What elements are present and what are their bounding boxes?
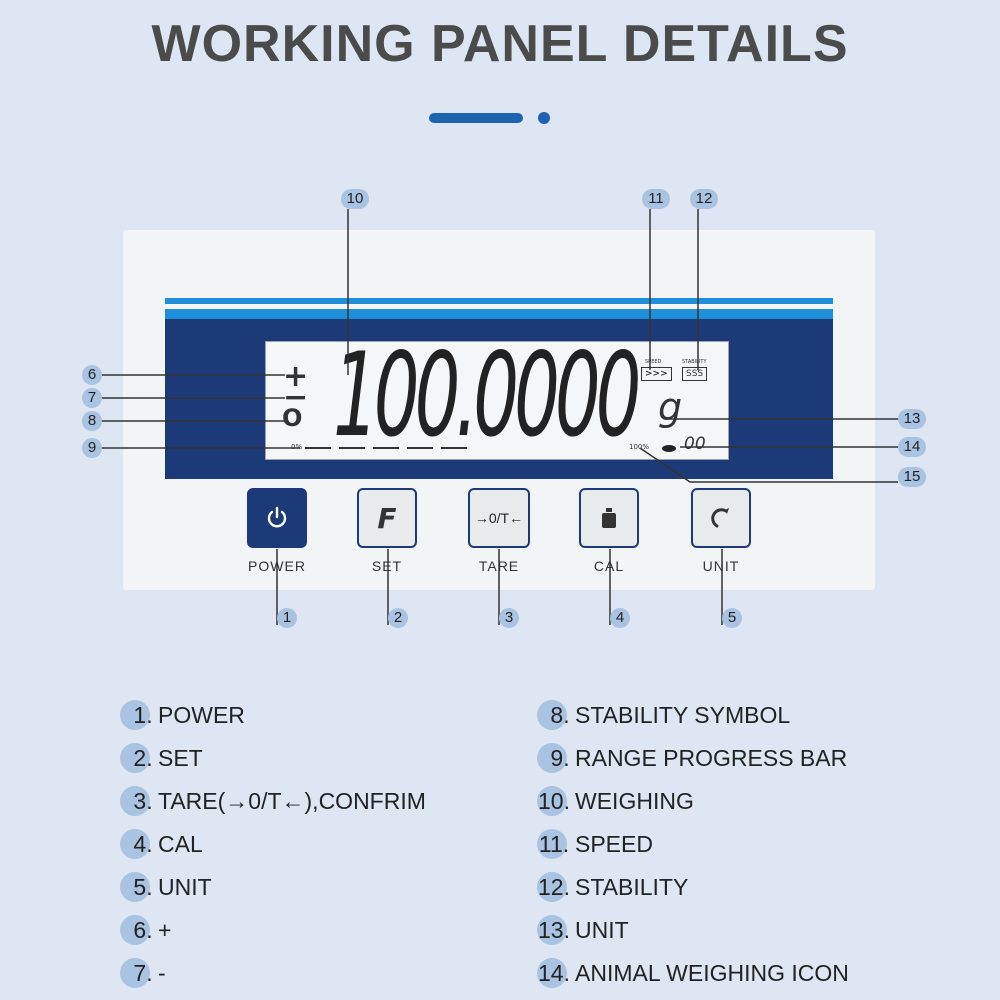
title-underline bbox=[429, 113, 523, 123]
weight-readout: 100.0000 bbox=[333, 328, 641, 463]
range-end-label: 100% bbox=[629, 443, 650, 451]
speed-icon: >>> bbox=[641, 367, 672, 381]
power-button[interactable] bbox=[247, 488, 307, 548]
callout-10: 10 bbox=[341, 189, 369, 209]
animal-weighing-value: 00 bbox=[684, 434, 706, 454]
f-icon: F bbox=[377, 501, 397, 535]
legend-item: 11.SPEED bbox=[537, 829, 653, 859]
cal-button-label: CAL bbox=[593, 558, 625, 574]
unit-cycle-icon bbox=[711, 508, 729, 528]
power-icon bbox=[267, 506, 287, 528]
lcd-display bbox=[265, 341, 729, 460]
callout-12: 12 bbox=[690, 189, 718, 209]
set-button[interactable]: F bbox=[357, 488, 417, 548]
callout-14: 14 bbox=[898, 437, 926, 457]
panel-stripe-bottom bbox=[165, 309, 833, 319]
legend-item: 8.STABILITY SYMBOL bbox=[537, 700, 790, 730]
range-start-label: 0% bbox=[291, 443, 303, 451]
legend-item: 7.- bbox=[120, 958, 166, 988]
animal-icon bbox=[662, 445, 676, 452]
callout-13: 13 bbox=[898, 409, 926, 429]
minus-sign: − bbox=[283, 380, 309, 415]
tare-button[interactable]: →0/T← bbox=[468, 488, 530, 548]
callout-3: 3 bbox=[499, 608, 519, 628]
legend-item: 14.ANIMAL WEIGHING ICON bbox=[537, 958, 849, 988]
legend-item: 6.+ bbox=[120, 915, 171, 945]
cal-button[interactable] bbox=[579, 488, 639, 548]
callout-1: 1 bbox=[277, 608, 297, 628]
legend-item: 1.POWER bbox=[120, 700, 245, 730]
legend-item: 12.STABILITY bbox=[537, 872, 688, 902]
legend-item: 9.RANGE PROGRESS BAR bbox=[537, 743, 847, 773]
legend-item: 4.CAL bbox=[120, 829, 203, 859]
tare-icon: →0/T← bbox=[474, 510, 524, 526]
unit-button[interactable] bbox=[691, 488, 751, 548]
speed-label: SPEED bbox=[645, 359, 662, 365]
unit-indicator: g bbox=[658, 385, 683, 429]
callout-7: 7 bbox=[82, 388, 102, 408]
callout-11: 11 bbox=[642, 189, 670, 209]
callout-9: 9 bbox=[82, 438, 102, 458]
unit-button-label: UNIT bbox=[702, 558, 740, 574]
page-title: WORKING PANEL DETAILS bbox=[151, 15, 849, 73]
stability-label: STABILITY bbox=[682, 359, 707, 365]
weight-icon bbox=[602, 508, 616, 528]
title-dot bbox=[538, 112, 550, 124]
callout-5: 5 bbox=[722, 608, 742, 628]
legend-item: 5.UNIT bbox=[120, 872, 212, 902]
callout-8: 8 bbox=[82, 411, 102, 431]
callout-2: 2 bbox=[388, 608, 408, 628]
legend-item: 2.SET bbox=[120, 743, 203, 773]
set-button-label: SET bbox=[371, 558, 403, 574]
callout-15: 15 bbox=[898, 467, 926, 487]
callout-4: 4 bbox=[610, 608, 630, 628]
legend-item: 13.UNIT bbox=[537, 915, 629, 945]
plus-sign: + bbox=[283, 359, 309, 394]
zero-stable-symbol: O bbox=[282, 404, 303, 432]
legend-item: 3.TARE(→0/T←),CONFRIM bbox=[120, 786, 426, 816]
stability-icon: SSS bbox=[682, 367, 708, 381]
callout-6: 6 bbox=[82, 365, 102, 385]
panel-stripe-top bbox=[165, 298, 833, 304]
legend-item: 10.WEIGHING bbox=[537, 786, 694, 816]
range-progress-bar bbox=[305, 447, 467, 449]
